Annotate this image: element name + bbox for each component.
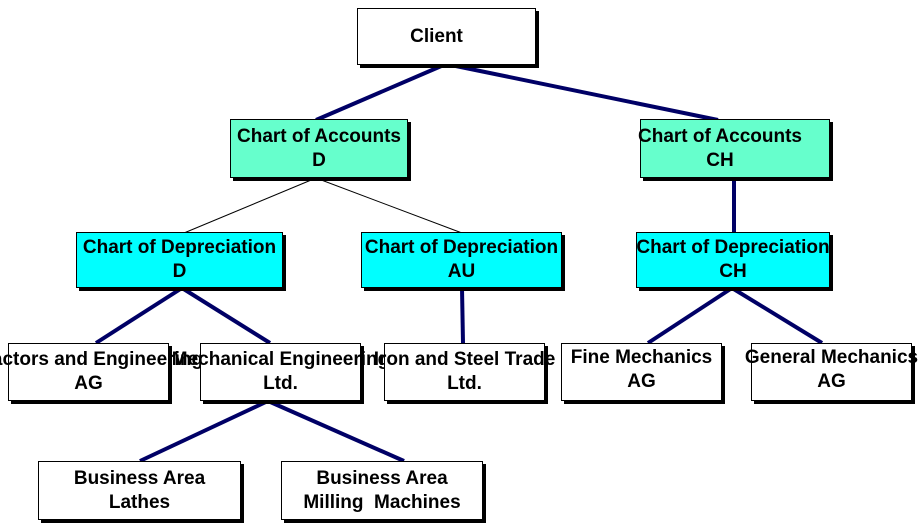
coa-ch-title: Chart of Accounts xyxy=(638,125,802,147)
chart-of-depreciation-ch-node: Chart of Depreciation CH xyxy=(636,232,830,288)
cod-au-code: AU xyxy=(447,261,476,282)
chart-of-accounts-ch-node: Chart of Accounts CH xyxy=(638,119,830,178)
link-client-coa-d xyxy=(315,62,447,122)
company-iron-steel-suffix: Ltd. xyxy=(447,373,482,394)
company-tractors-node: Tractors and Engineering AG xyxy=(0,343,203,401)
company-general-mechanics-node: General Mechanics AG xyxy=(745,343,918,401)
link-mechanical-lathes xyxy=(139,399,269,463)
cod-ch-code: CH xyxy=(719,261,747,282)
chart-of-depreciation-d-node: Chart of Depreciation D xyxy=(76,232,283,288)
company-iron-steel-node: Iron and Steel Trade Ltd. xyxy=(374,343,555,401)
link-cod-ch-fine xyxy=(646,286,734,345)
business-area-milling-title: Business Area xyxy=(316,467,448,489)
cod-au-title: Chart of Depreciation xyxy=(364,237,559,258)
client-label: Client xyxy=(410,25,463,47)
company-general-mechanics-name: General Mechanics xyxy=(744,347,919,368)
link-coa-d-cod-d xyxy=(183,177,317,234)
link-coa-d-cod-au xyxy=(315,177,463,234)
business-area-milling-name: Milling Machines xyxy=(303,491,461,513)
cod-ch-title: Chart of Depreciation xyxy=(636,237,830,258)
coa-d-title: Chart of Accounts xyxy=(237,125,401,147)
coa-d-code: D xyxy=(312,149,326,171)
business-area-lathes-node: Business Area Lathes xyxy=(38,461,241,520)
business-area-milling-node: Business Area Milling Machines xyxy=(281,461,483,520)
company-tractors-name: Tractors and Engineering xyxy=(0,349,204,370)
link-cod-au-iron xyxy=(460,287,465,344)
client-node: Client xyxy=(357,8,536,65)
company-fine-mechanics-suffix: AG xyxy=(627,371,656,392)
company-iron-steel-name: Iron and Steel Trade xyxy=(373,349,556,370)
company-general-mechanics-suffix: AG xyxy=(817,371,846,392)
chart-of-depreciation-au-node: Chart of Depreciation AU xyxy=(361,232,562,288)
business-area-lathes-name: Lathes xyxy=(108,491,171,513)
link-cod-ch-general xyxy=(730,286,824,345)
business-area-lathes-title: Business Area xyxy=(73,467,206,489)
company-fine-mechanics-node: Fine Mechanics AG xyxy=(561,343,722,401)
link-cod-d-mechanical xyxy=(180,286,272,345)
company-tractors-suffix: AG xyxy=(74,373,103,394)
company-mechanical-node: Mechanical Engineering Ltd. xyxy=(172,343,389,401)
coa-ch-code: CH xyxy=(706,149,734,171)
link-cod-d-tractors xyxy=(94,286,184,345)
cod-d-code: D xyxy=(172,261,187,282)
link-mechanical-milling xyxy=(267,399,405,463)
chart-of-accounts-d-node: Chart of Accounts D xyxy=(230,119,408,178)
company-mechanical-name: Mechanical Engineering xyxy=(171,349,390,370)
company-mechanical-suffix: Ltd. xyxy=(263,373,298,394)
link-client-coa-ch xyxy=(445,62,719,122)
company-fine-mechanics-name: Fine Mechanics xyxy=(570,347,713,368)
cod-d-title: Chart of Depreciation xyxy=(82,237,277,258)
